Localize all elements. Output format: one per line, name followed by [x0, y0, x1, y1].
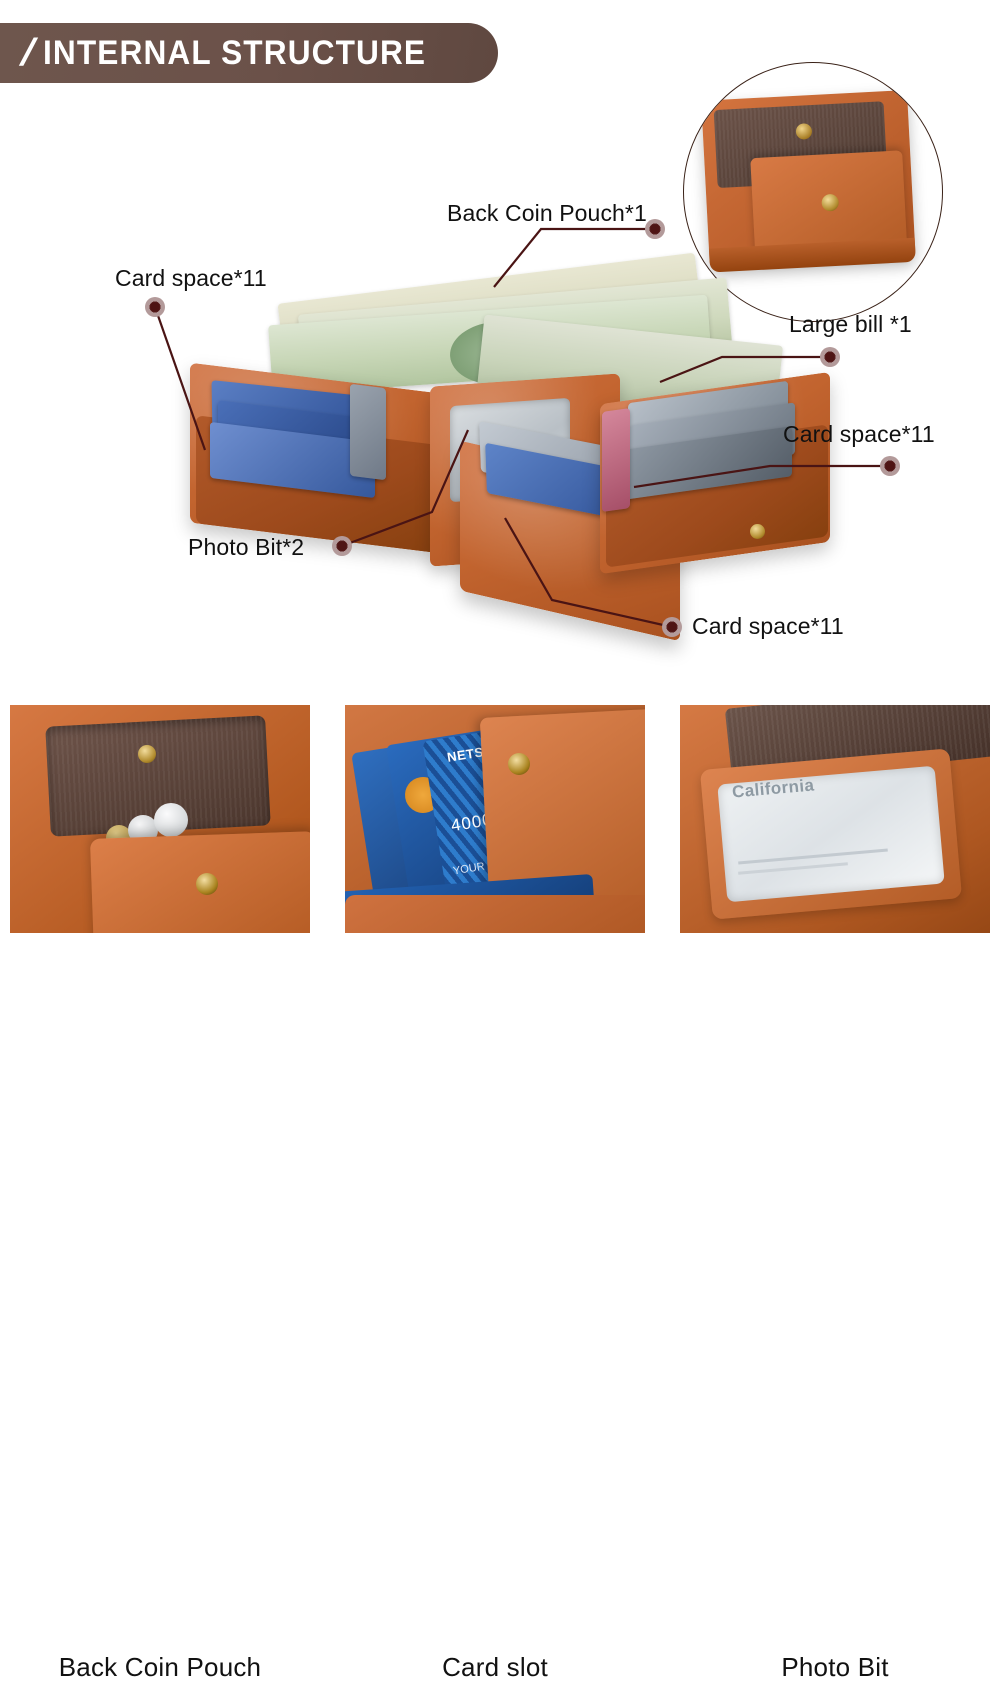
thumbnail-card-slot[interactable]: NETS 4000 YOUR — [345, 705, 645, 933]
callout-marker-large-bill — [820, 347, 840, 367]
back-coin-pouch-inset — [683, 62, 943, 322]
visa-card-pink — [602, 408, 630, 512]
callout-label-card-space-bottom: Card space*11 — [692, 613, 844, 639]
thumbnail-caption-card-slot: Card slot — [442, 1652, 548, 1682]
thumbnail-row: Back Coin Pouch NETS 4000 YOUR Card slot… — [0, 705, 1000, 1682]
callout-marker-card-space-left — [145, 297, 165, 317]
thumbnail-photo-bit[interactable]: California — [680, 705, 990, 933]
thumb1-coin-silver-2 — [154, 803, 188, 837]
thumb1-snap-top — [138, 745, 156, 763]
inset-wallet-image — [701, 89, 927, 290]
thumb2-wallet-front — [345, 895, 645, 933]
thumb1-snap-front — [196, 873, 218, 895]
section-header-banner: / INTERNAL STRUCTURE — [0, 23, 498, 83]
callout-marker-card-space-bottom — [662, 617, 682, 637]
callout-label-card-space-right: Card space*11 — [783, 421, 935, 447]
thumbnail-back-coin-pouch[interactable] — [10, 705, 310, 933]
header-slash-icon: / — [19, 32, 36, 74]
thumbnail-caption-back-coin-pouch: Back Coin Pouch — [58, 1652, 262, 1682]
infographic-canvas: / INTERNAL STRUCTURE — [0, 23, 1000, 1682]
callout-marker-back-coin-pouch — [645, 219, 665, 239]
callout-marker-card-space-right — [880, 456, 900, 476]
callout-label-photo-bit: Photo Bit*2 — [188, 534, 305, 560]
callout-label-back-coin-pouch: Back Coin Pouch*1 — [447, 200, 647, 226]
callout-marker-photo-bit — [332, 536, 352, 556]
main-wallet-image — [150, 252, 870, 642]
callout-label-card-space-left: Card space*11 — [115, 265, 267, 291]
snap-button-right — [750, 524, 765, 539]
page-title: INTERNAL STRUCTURE — [42, 34, 426, 72]
credit-card-grey — [350, 383, 386, 481]
thumb2-snap-button — [508, 753, 530, 775]
callout-label-large-bill: Large bill *1 — [789, 311, 912, 337]
thumbnail-caption-photo-bit: Photo Bit — [781, 1652, 889, 1682]
